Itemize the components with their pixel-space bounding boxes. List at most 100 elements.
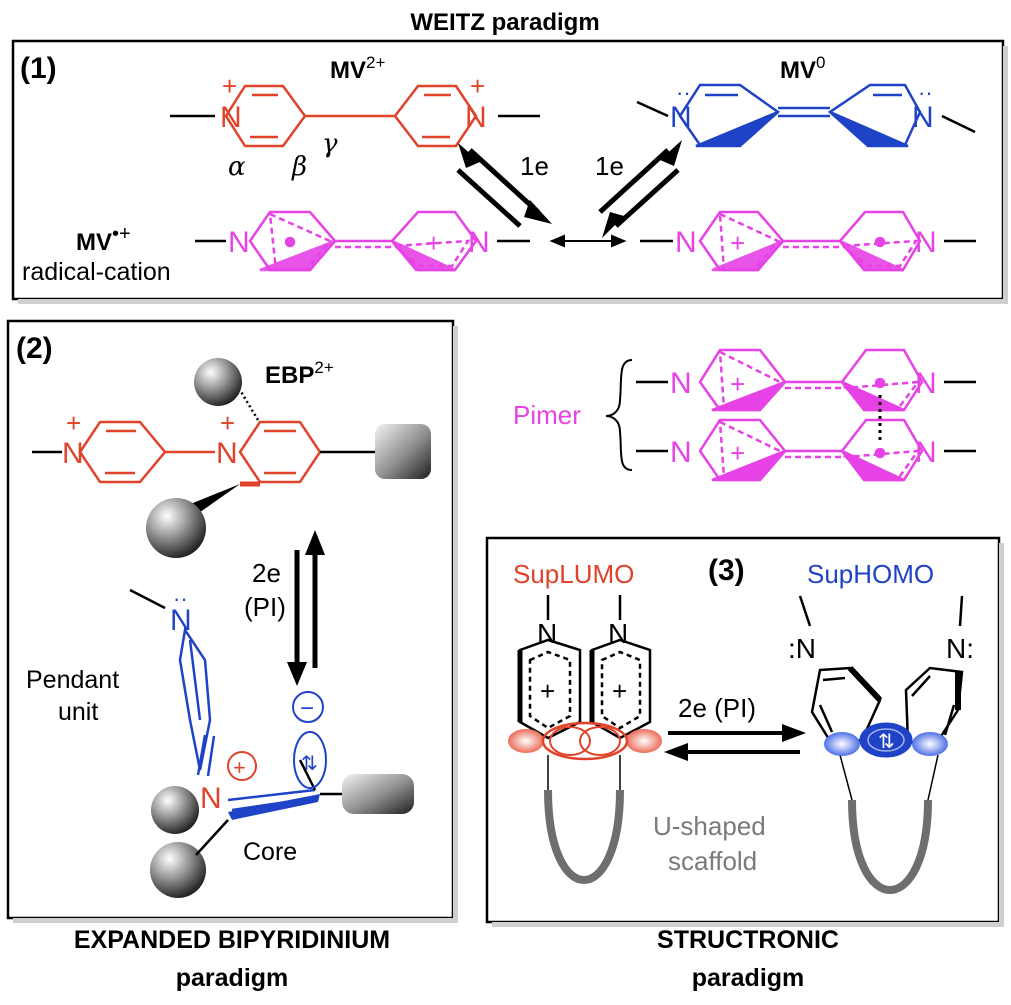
ebp-wedge-bond bbox=[188, 484, 240, 515]
left-arrowhead-down bbox=[524, 200, 552, 224]
suplumo-structure bbox=[517, 595, 652, 790]
sphere-top bbox=[194, 358, 242, 406]
reduced-ebp-n-top: N bbox=[170, 604, 192, 637]
ebp-left-plus: + bbox=[66, 408, 81, 438]
gamma-label: γ bbox=[322, 129, 338, 159]
panel-2-label: (2) bbox=[16, 332, 53, 365]
pimer-brace bbox=[605, 359, 633, 471]
mv2-left-plus: + bbox=[222, 71, 237, 101]
rad-left-plus: + bbox=[426, 228, 441, 258]
right-arrowhead-down bbox=[602, 212, 624, 238]
mv-radical-label: MV•+ bbox=[76, 223, 131, 256]
pendant-label-line2: unit bbox=[58, 698, 98, 726]
pimer-lower-plus: + bbox=[730, 438, 745, 468]
pimer-lower-n1: N bbox=[670, 436, 692, 469]
panel-3-label: (3) bbox=[708, 554, 745, 587]
ebp-arrowhead-down bbox=[287, 662, 307, 686]
mv0-right-lone-pair: ·· bbox=[918, 80, 933, 105]
mv0-left-n: N bbox=[670, 101, 692, 134]
p3-arrowhead-back bbox=[664, 743, 688, 761]
mv2-right-n: N bbox=[465, 101, 487, 134]
p3-arrowhead-forward bbox=[782, 724, 806, 742]
minus-charge-circle bbox=[292, 691, 324, 723]
mv0-right-n: N bbox=[912, 101, 934, 134]
mv0-label: MV0 bbox=[780, 53, 825, 84]
rad-right-n2: N bbox=[915, 226, 937, 259]
ebp-right-n: N bbox=[216, 437, 238, 470]
rad-right-n1: N bbox=[675, 226, 697, 259]
ebp-equilibrium-arrows bbox=[294, 550, 318, 668]
cube-core bbox=[342, 774, 414, 814]
suplumo-label: SupLUMO bbox=[513, 559, 634, 589]
suphomo-orbital bbox=[824, 722, 948, 758]
sphere-core-lower bbox=[150, 842, 206, 898]
panel-1: (1) N + N + MV2+ α β γ bbox=[11, 39, 1008, 304]
beta-label: β bbox=[291, 152, 307, 182]
mv2-left-n: N bbox=[220, 101, 242, 134]
ebp-arrowhead-up bbox=[305, 530, 325, 555]
reduced-ebp-wedge bbox=[228, 794, 320, 820]
rad-left-n1: N bbox=[228, 226, 250, 259]
alpha-label: α bbox=[228, 152, 246, 182]
suphomo-n2: N: bbox=[946, 633, 974, 664]
mv-radical-left bbox=[195, 210, 530, 272]
scaffold-label-line2: scaffold bbox=[668, 846, 757, 876]
ebp-molecule bbox=[32, 389, 375, 487]
pimer-upper-n1: N bbox=[670, 367, 692, 400]
suplumo-plus2: + bbox=[612, 676, 627, 706]
panel-3: (3) SupLUMO SupHOMO N N + + bbox=[485, 536, 1004, 927]
expanded-title-line1: EXPANDED BIPYRIDINIUM bbox=[74, 926, 390, 954]
suplumo-n1: N bbox=[537, 618, 557, 649]
plus-charge: + bbox=[233, 755, 246, 780]
ebp-left-n: N bbox=[62, 437, 84, 470]
mv0-molecule bbox=[636, 83, 976, 148]
mv2-right-plus: + bbox=[470, 71, 485, 101]
ebp-two-e: 2e bbox=[252, 558, 281, 588]
plus-charge-circle bbox=[227, 751, 257, 781]
reduced-ebp bbox=[129, 588, 317, 812]
core-label: Core bbox=[243, 838, 297, 866]
suphomo-electron-pair: ⇅ bbox=[878, 731, 895, 753]
mv-radical-right bbox=[640, 210, 976, 272]
ebp-right-plus: + bbox=[220, 408, 235, 438]
reduced-ebp-n-core: N bbox=[200, 782, 222, 815]
pimer-upper-n2: N bbox=[915, 367, 937, 400]
electron-pair-glyph: ⇅ bbox=[301, 753, 318, 775]
pimer-lower bbox=[636, 418, 976, 482]
p3-two-e-pi: 2e (PI) bbox=[678, 693, 756, 723]
left-arrowhead-up bbox=[458, 143, 480, 168]
structronic-title-line1: STRUCTRONIC bbox=[657, 926, 839, 954]
suplumo-plus1: + bbox=[540, 676, 555, 706]
suplumo-n2: N bbox=[608, 618, 628, 649]
weitz-title: WEITZ paradigm bbox=[410, 9, 599, 36]
sphere-core-upper bbox=[151, 786, 199, 834]
structronic-title-line2: paradigm bbox=[692, 964, 805, 992]
right-equilibrium-arrows bbox=[598, 148, 680, 228]
suphomo-n1: :N bbox=[788, 633, 816, 664]
right-arrowhead-up bbox=[660, 140, 682, 166]
mv2-molecule bbox=[170, 84, 540, 148]
rad-left-n2: N bbox=[468, 226, 490, 259]
suphomo-structure bbox=[798, 595, 964, 801]
suphomo-scaffold bbox=[848, 799, 932, 894]
suphomo-label: SupHOMO bbox=[807, 559, 934, 589]
pimer-upper bbox=[636, 348, 976, 412]
left-equilibrium-arrows bbox=[456, 148, 540, 228]
pimer-lower-n2: N bbox=[915, 436, 937, 469]
minus-charge: − bbox=[300, 695, 314, 722]
reduced-ebp-lone-pair: ·· bbox=[173, 586, 188, 611]
pimer: Pimer N N + bbox=[513, 348, 976, 482]
panel-2: (2) N + N + EBP2+ 2e bbox=[6, 319, 458, 923]
panel-1-label: (1) bbox=[20, 52, 57, 85]
lone-pair-orbital bbox=[293, 731, 327, 789]
sphere-bottom-left bbox=[146, 498, 206, 558]
radical-cation-label: radical-cation bbox=[22, 258, 171, 286]
one-e-left: 1e bbox=[520, 151, 549, 181]
resonance-arrow bbox=[549, 234, 627, 248]
expanded-title-line2: paradigm bbox=[176, 964, 289, 992]
one-e-right: 1e bbox=[595, 151, 624, 181]
pimer-label: Pimer bbox=[513, 400, 581, 430]
scaffold-label-line1: U-shaped bbox=[653, 811, 766, 841]
rad-right-plus: + bbox=[730, 228, 745, 258]
